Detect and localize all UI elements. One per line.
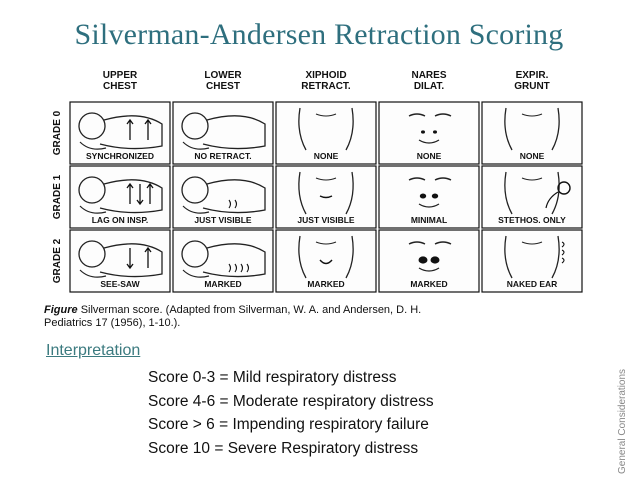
score-cell-r2-c3: MARKED — [379, 230, 479, 292]
cell-label-r2-c1: MARKED — [204, 279, 241, 289]
scoring-grid-illustration: UPPERCHESTLOWERCHESTXIPHOIDRETRACT.NARES… — [40, 66, 584, 306]
cell-label-r0-c2: NONE — [314, 151, 339, 161]
score-cell-r2-c4: NAKED EAR — [482, 230, 582, 292]
side-label: General Considerations — [617, 369, 628, 474]
cell-label-r0-c0: SYNCHRONIZED — [86, 151, 154, 161]
score-cell-r2-c0: SEE-SAW — [70, 230, 170, 292]
interpretation-heading: Interpretation — [46, 342, 140, 360]
cell-label-r1-c4: STETHOS. ONLY — [498, 215, 566, 225]
column-header-3-line-0: NARES — [411, 70, 446, 81]
grade-label-1: GRADE 1 — [52, 174, 63, 219]
figure-caption-text: Silverman score. (Adapted from Silverman… — [81, 304, 422, 316]
cell-label-r1-c0: LAG ON INSP. — [92, 215, 149, 225]
column-header-4-line-0: EXPIR. — [516, 70, 549, 81]
cell-label-r0-c4: NONE — [520, 151, 545, 161]
score-list: Score 0-3 = Mild respiratory distress Sc… — [148, 366, 434, 460]
column-header-0-line-0: UPPER — [103, 70, 138, 81]
score-cell-r0-c2: NONE — [276, 102, 376, 164]
score-cell-r1-c4: STETHOS. ONLY — [482, 166, 582, 228]
figure-caption: Figure Silverman score. (Adapted from Si… — [44, 304, 584, 334]
score-line-moderate: Score 4-6 = Moderate respiratory distres… — [148, 390, 434, 414]
score-line-severe: Score 10 = Severe Respiratory distress — [148, 437, 434, 461]
column-header-2-line-0: XIPHOID — [305, 70, 346, 81]
column-header-3-line-1: DILAT. — [414, 81, 445, 92]
cell-label-r0-c1: NO RETRACT. — [194, 151, 251, 161]
column-header-2-line-1: RETRACT. — [301, 81, 351, 92]
score-cell-r0-c0: SYNCHRONIZED — [70, 102, 170, 164]
cell-label-r2-c2: MARKED — [307, 279, 344, 289]
figure-caption-source: Pediatrics 17 (1956), 1-10.). — [44, 317, 180, 329]
score-cell-r2-c2: MARKED — [276, 230, 376, 292]
cell-label-r1-c2: JUST VISIBLE — [297, 215, 354, 225]
column-header-1-line-0: LOWER — [204, 70, 242, 81]
grade-label-2: GRADE 2 — [52, 238, 63, 283]
score-cell-r0-c3: NONE — [379, 102, 479, 164]
score-cell-r0-c4: NONE — [482, 102, 582, 164]
score-cell-r0-c1: NO RETRACT. — [173, 102, 273, 164]
cell-label-r2-c3: MARKED — [410, 279, 447, 289]
score-cell-r1-c3: MINIMAL — [379, 166, 479, 228]
figure-caption-label: Figure — [44, 304, 78, 316]
cell-label-r1-c3: MINIMAL — [411, 215, 447, 225]
column-header-1-line-1: CHEST — [206, 81, 240, 92]
score-cell-r1-c1: JUST VISIBLE — [173, 166, 273, 228]
cell-label-r2-c0: SEE-SAW — [100, 279, 140, 289]
slide-title: Silverman-Andersen Retraction Scoring — [0, 18, 638, 52]
column-header-0-line-1: CHEST — [103, 81, 137, 92]
score-cell-r2-c1: MARKED — [173, 230, 273, 292]
score-line-mild: Score 0-3 = Mild respiratory distress — [148, 366, 434, 390]
score-cell-r1-c0: LAG ON INSP. — [70, 166, 170, 228]
cell-label-r2-c4: NAKED EAR — [507, 279, 558, 289]
score-line-impending: Score > 6 = Impending respiratory failur… — [148, 413, 434, 437]
cell-label-r1-c1: JUST VISIBLE — [194, 215, 251, 225]
score-cell-r1-c2: JUST VISIBLE — [276, 166, 376, 228]
cell-label-r0-c3: NONE — [417, 151, 442, 161]
column-header-4-line-1: GRUNT — [514, 81, 550, 92]
grade-label-0: GRADE 0 — [52, 110, 63, 155]
